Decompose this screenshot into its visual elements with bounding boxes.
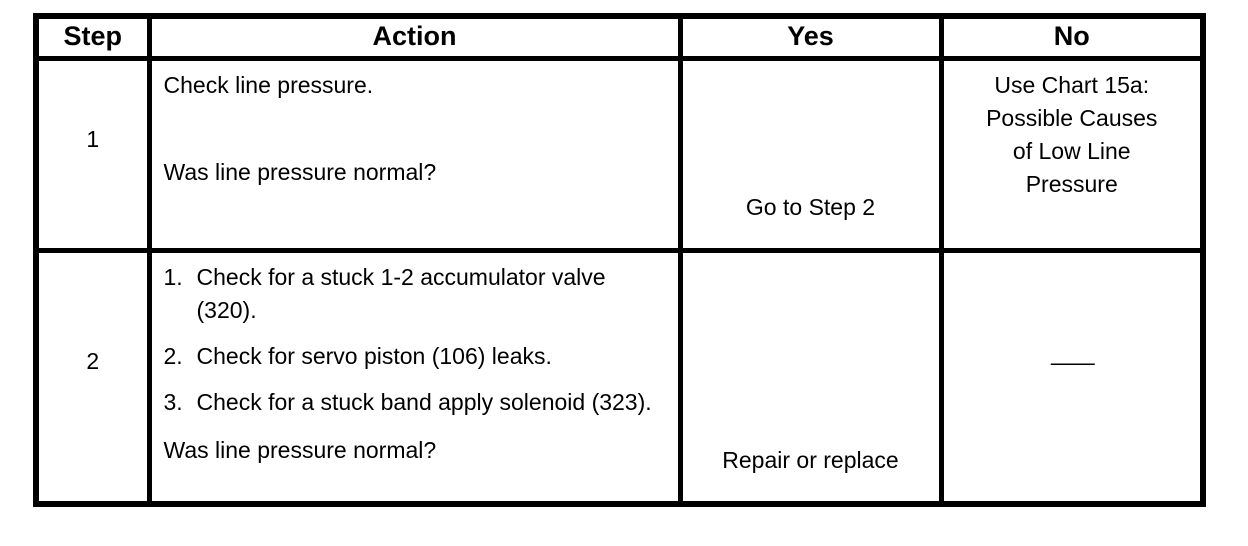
yes-cell-1: Go to Step 2 bbox=[677, 55, 944, 253]
no-cell-2: —— bbox=[938, 247, 1206, 507]
yes-cell-2: Repair or replace bbox=[677, 247, 944, 507]
list-item-text: Check for a stuck band apply solenoid (3… bbox=[196, 388, 652, 415]
diagnostic-table: Step Action Yes No 1 Check line pressure… bbox=[33, 13, 1206, 507]
table-row-step-2: 2 1. Check for a stuck 1-2 accumulator v… bbox=[33, 247, 1206, 507]
list-item-number: 1. bbox=[163, 263, 183, 290]
action-list-item-2: 2. Check for servo piston (106) leaks. bbox=[164, 340, 664, 373]
list-item-number: 3. bbox=[163, 388, 183, 415]
action-list-item-1: 1. Check for a stuck 1-2 accumulator val… bbox=[164, 261, 664, 327]
list-item-number: 2. bbox=[163, 342, 183, 369]
column-header-step: Step bbox=[33, 13, 152, 61]
action-intro-1: Check line pressure. bbox=[163, 71, 374, 98]
list-item-text: Check for servo piston (106) leaks. bbox=[196, 342, 552, 369]
step-number-2: 2 bbox=[33, 247, 152, 507]
column-header-no: No bbox=[938, 13, 1206, 61]
table-row-step-1: 1 Check line pressure. Was line pressure… bbox=[33, 55, 1206, 253]
column-header-action: Action bbox=[146, 13, 683, 61]
step-number-1: 1 bbox=[33, 55, 152, 253]
action-question-2: Was line pressure normal? bbox=[163, 436, 437, 463]
column-header-yes: Yes bbox=[677, 13, 944, 61]
em-dash-none-indicator: —— bbox=[1050, 349, 1095, 376]
action-cell-2: 1. Check for a stuck 1-2 accumulator val… bbox=[146, 247, 683, 507]
list-item-text: Check for a stuck 1-2 accumulator valve … bbox=[196, 263, 606, 323]
action-cell-1: Check line pressure. Was line pressure n… bbox=[146, 55, 683, 253]
header-row: Step Action Yes No bbox=[33, 13, 1206, 61]
no-cell-1: Use Chart 15a: Possible Causes of Low Li… bbox=[938, 55, 1206, 253]
action-question-1: Was line pressure normal? bbox=[163, 158, 437, 185]
action-list-item-3: 3. Check for a stuck band apply solenoid… bbox=[164, 386, 664, 419]
